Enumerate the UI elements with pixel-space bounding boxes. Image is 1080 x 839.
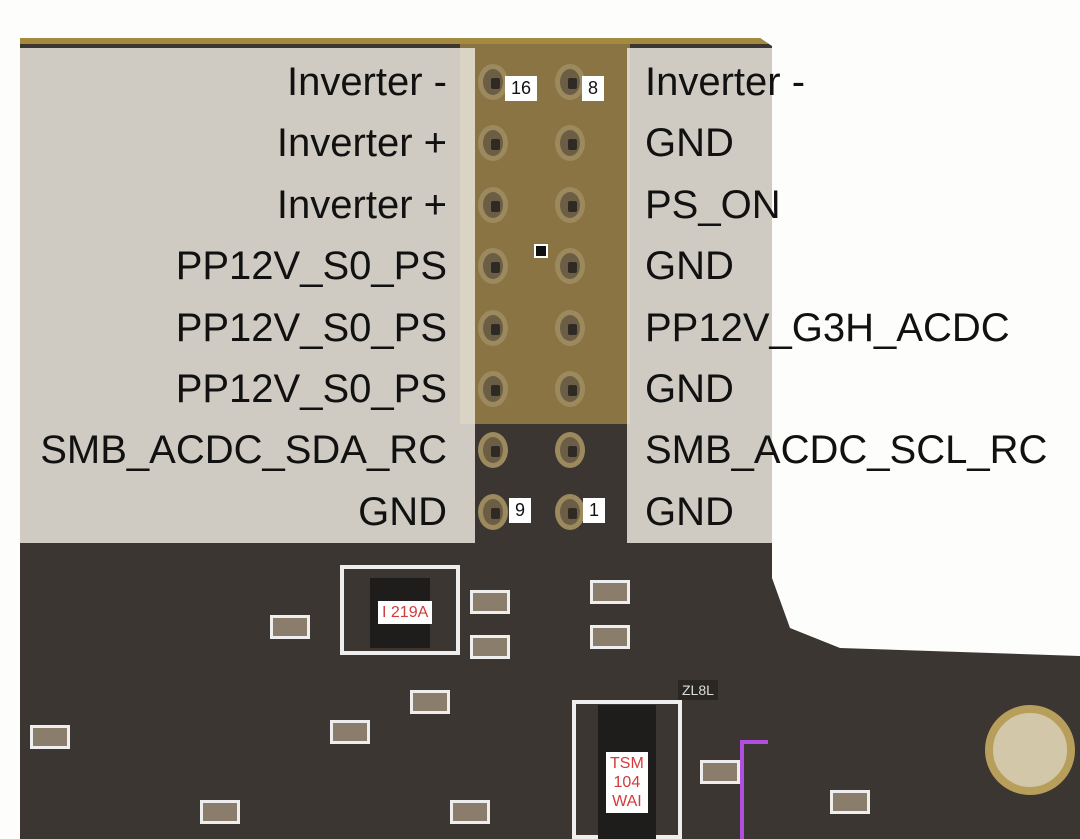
header-pin <box>478 309 508 346</box>
highlighted-trace <box>740 740 768 744</box>
pin-label-left: PP12V_S0_PS <box>175 244 447 289</box>
pin-label-right: GND <box>645 367 734 411</box>
header-pin <box>478 493 508 530</box>
header-pin <box>555 371 585 407</box>
chip-label-line: 104 <box>613 774 641 791</box>
header-pin <box>555 64 585 100</box>
header-pin <box>478 371 508 407</box>
pin-label-left: Inverter - <box>286 60 447 104</box>
header-pin <box>478 125 508 162</box>
chip-label-i219a: I 219A <box>378 601 433 624</box>
pin-label-left: PP12V_S0_PS <box>175 305 447 350</box>
chip-label-tsm104: TSM 104 WAI <box>606 752 648 813</box>
pin-number-8: 8 <box>582 76 605 101</box>
pin-label-right: Inverter - <box>645 60 806 104</box>
header-pin <box>478 432 508 469</box>
header-pin <box>555 248 585 285</box>
pin-number-9: 9 <box>509 498 532 523</box>
chip-label-line: WAI <box>612 793 642 810</box>
pin-label-left: PP12V_S0_PS <box>175 367 447 411</box>
highlighted-trace <box>740 740 744 839</box>
pin-number-16: 16 <box>505 76 538 101</box>
header-pin <box>555 309 585 346</box>
silkscreen-outline <box>340 565 460 655</box>
pin-number-1: 1 <box>583 498 606 523</box>
pin-label-left: Inverter + <box>276 182 447 227</box>
pin-label-right: PP12V_G3H_ACDC <box>645 305 1010 350</box>
pin-label-right: PS_ON <box>645 182 781 227</box>
header-pin <box>555 186 585 223</box>
header-pin <box>478 248 508 285</box>
header-pin <box>555 125 585 162</box>
pin-label-left: Inverter + <box>276 121 447 166</box>
mounting-hole <box>985 705 1075 795</box>
pin-label-right: GND <box>645 489 734 534</box>
pin-label-left: SMB_ACDC_SDA_RC <box>40 428 447 473</box>
pin-label-right: SMB_ACDC_SCL_RC <box>645 428 1048 473</box>
label-overlay-right <box>627 48 772 543</box>
mouse-cursor-icon <box>534 244 548 258</box>
pin-label-right: GND <box>645 121 734 166</box>
pin-label-left: GND <box>358 489 447 534</box>
header-pin <box>478 186 508 223</box>
chip-label-line: TSM <box>610 755 644 772</box>
header-pin <box>478 64 508 100</box>
connector-area <box>460 44 630 424</box>
component-marking: ZL8L <box>678 680 718 700</box>
header-pin <box>555 493 585 530</box>
header-pin <box>555 432 585 469</box>
label-overlay-left <box>20 48 475 543</box>
pin-label-right: GND <box>645 244 734 289</box>
